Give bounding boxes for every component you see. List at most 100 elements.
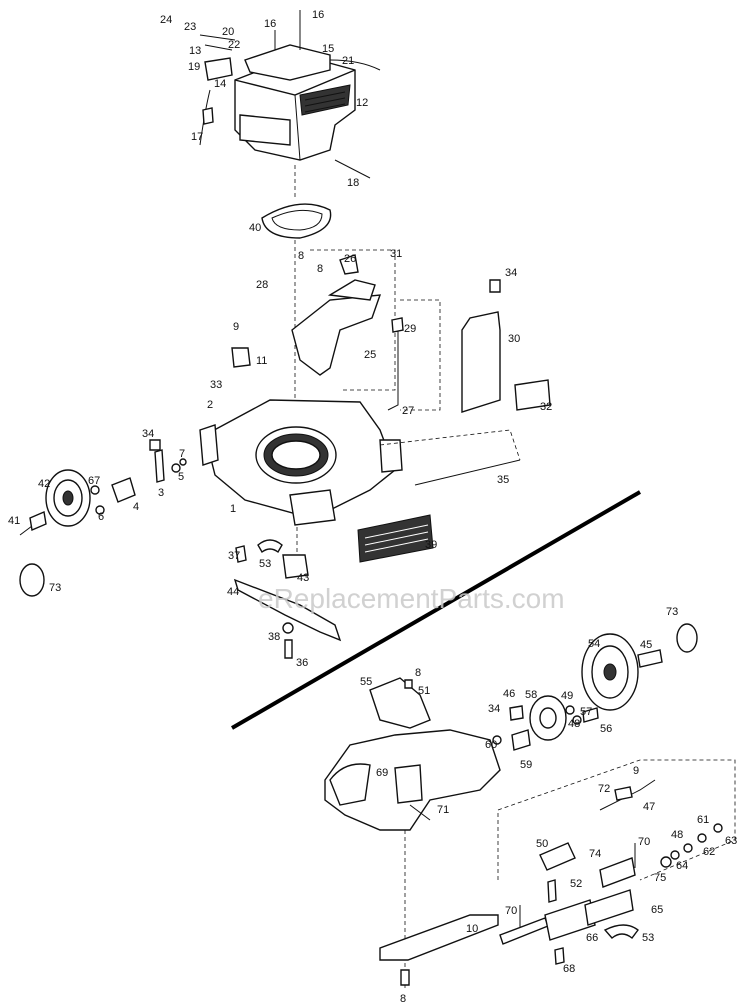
callout: 5	[178, 471, 184, 483]
callout: 27	[402, 405, 414, 417]
callout: 44	[227, 586, 239, 598]
cable-47	[599, 779, 656, 811]
callout: 69	[376, 767, 388, 779]
callout: 8	[317, 263, 323, 275]
callout: 46	[503, 688, 515, 700]
callout: 8	[415, 667, 421, 679]
callout: 34	[488, 703, 500, 715]
callout: 16	[264, 18, 276, 30]
callout: 13	[189, 45, 201, 57]
callout: 71	[437, 804, 449, 816]
callout: 15	[322, 43, 334, 55]
callout: 8	[400, 993, 406, 1005]
callout: 51	[418, 685, 430, 697]
callout: 52	[570, 878, 582, 890]
transmission-outline	[497, 759, 736, 881]
callout: 53	[642, 932, 654, 944]
callout: 29	[404, 323, 416, 335]
callout: 54	[588, 638, 600, 650]
callout: 42	[38, 478, 50, 490]
cable-70	[409, 804, 431, 821]
callout: 1	[230, 503, 236, 515]
bolt-36	[284, 639, 293, 659]
callout: 56	[600, 723, 612, 735]
callout: 55	[360, 676, 372, 688]
blade-44	[233, 578, 342, 642]
bolt-8-bottom	[400, 969, 410, 986]
label-39	[357, 514, 434, 563]
callout: 8	[298, 250, 304, 262]
washer-38	[282, 622, 294, 634]
callout: 2	[207, 399, 213, 411]
callout: 12	[356, 97, 368, 109]
callout: 34	[505, 267, 517, 279]
callout: 63	[725, 835, 737, 847]
blade-adapter	[235, 539, 309, 579]
callout: 33	[210, 379, 222, 391]
callout: 14	[214, 78, 226, 90]
callout: 47	[643, 801, 655, 813]
callout: 74	[589, 848, 601, 860]
callout: 67	[88, 475, 100, 487]
callout: 62	[703, 846, 715, 858]
callout: 35	[497, 474, 509, 486]
callout-labels: 2 4 23 20 22 13 19 14 16 16 15 21 12 1 7 1…	[8, 9, 737, 1005]
callout: 65	[651, 904, 663, 916]
callout: 66	[586, 932, 598, 944]
callout: 57	[580, 706, 592, 718]
callout: 75	[654, 872, 666, 884]
callout: 9	[633, 765, 639, 777]
gearbox-66	[499, 889, 639, 965]
bag-parts	[400, 279, 551, 413]
callout: 3	[158, 487, 164, 499]
callout: 18	[347, 177, 359, 189]
callout: 30	[508, 333, 520, 345]
divider-line	[230, 490, 642, 730]
transmission-parts	[519, 823, 723, 930]
rod-27	[387, 330, 399, 411]
callout: 32	[540, 401, 552, 413]
callout: 21	[342, 55, 354, 67]
callout: 23	[184, 21, 196, 33]
callout: 4	[133, 501, 139, 513]
callout: 64	[676, 860, 688, 872]
callout: 68	[563, 963, 575, 975]
deck-1	[199, 399, 403, 526]
callout: 16	[312, 9, 324, 21]
callout: 48	[671, 829, 683, 841]
drive-gear-58	[492, 695, 599, 751]
callout: 43	[297, 572, 309, 584]
centerline-main	[294, 165, 298, 560]
callout: 10	[466, 923, 478, 935]
callout: 19	[188, 61, 200, 73]
rod-35-guide	[379, 429, 521, 461]
callout: 49	[561, 690, 573, 702]
callout: 6	[98, 511, 104, 523]
engine	[199, 10, 381, 179]
callout: 22	[228, 39, 240, 51]
callout: 60	[485, 739, 497, 751]
watermark: eReplacementParts.com	[258, 583, 565, 614]
callout: 48	[568, 718, 580, 730]
gasket-40	[261, 203, 332, 239]
callout: 7	[179, 448, 185, 460]
callout: 28	[256, 279, 268, 291]
clip-29	[391, 317, 404, 333]
callout: 36	[296, 657, 308, 669]
callout: 39	[425, 539, 437, 551]
callout: 41	[8, 515, 20, 527]
callout: 70	[505, 905, 517, 917]
callout: 9	[233, 321, 239, 333]
callout: 26	[344, 253, 356, 265]
callout: 20	[222, 26, 234, 38]
front-wheel-assembly	[19, 439, 187, 597]
callout: 53	[259, 558, 271, 570]
discharge-bracket	[291, 249, 396, 391]
callout: 58	[525, 689, 537, 701]
rear-wheel-54	[581, 623, 698, 711]
callout: 73	[666, 606, 678, 618]
clip-72	[614, 786, 633, 801]
callout: 11	[256, 355, 267, 367]
callout: 31	[390, 248, 402, 260]
